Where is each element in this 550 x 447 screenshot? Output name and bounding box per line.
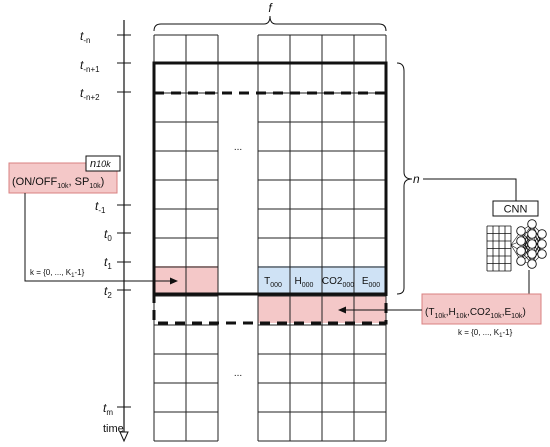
- neural-network-icon: [510, 219, 547, 269]
- time-axis-arrowhead: [119, 431, 129, 443]
- control-box-arrowhead: [170, 277, 178, 285]
- nn-edge: [531, 233, 543, 265]
- tick-label-tm: tm: [103, 401, 113, 417]
- time-axis-label: time: [103, 423, 124, 435]
- nn-node: [516, 236, 526, 246]
- nn-node: [516, 226, 526, 236]
- tick-label-t-minus-1: t-1: [95, 199, 106, 215]
- tick-label-t2: t2: [104, 284, 112, 300]
- grid-ellipsis-bottom: ...: [234, 368, 242, 379]
- nn-edge: [520, 223, 533, 252]
- nn-node: [537, 229, 547, 239]
- control-k-range: k = {0, ..., K1-1}: [30, 268, 85, 279]
- nn-node: [527, 229, 537, 239]
- data-grid: [153, 34, 387, 442]
- input-window-solid: [152, 61, 388, 296]
- nn-node: [527, 259, 537, 269]
- tick-label-t-n-plus-2: t-n+2: [80, 86, 100, 102]
- control-box-tag-text: n10k: [90, 158, 111, 170]
- output-k-range: k = {0, ..., K1-1}: [458, 328, 513, 339]
- feature-label-e: E000: [362, 276, 380, 289]
- nn-node: [537, 239, 547, 249]
- cnn-label: CNN: [504, 204, 528, 216]
- n-to-cnn-connector: [423, 178, 517, 201]
- n-label: n: [413, 172, 420, 186]
- n-brace: [396, 62, 413, 295]
- nn-edge: [520, 233, 533, 262]
- nn-node: [537, 249, 547, 259]
- feature-label-co2: CO2000: [322, 276, 354, 289]
- output-box-arrowhead: [338, 306, 346, 314]
- nn-node: [527, 249, 537, 259]
- nn-node: [516, 246, 526, 256]
- nn-node: [527, 239, 537, 249]
- tick-label-t0: t0: [104, 227, 112, 243]
- tick-label-t-n-plus-1: t-n+1: [80, 58, 100, 74]
- nn-node: [527, 219, 537, 229]
- feature-label-h: H000: [295, 276, 314, 289]
- f-label: f: [268, 1, 273, 15]
- tick-label-t1: t1: [104, 255, 112, 271]
- control-box-connector: [24, 193, 172, 282]
- control-box-tag: [85, 155, 121, 172]
- f-brace: [153, 15, 387, 32]
- tick-label-t-n: t-n: [80, 29, 90, 45]
- feature-label-t: T000: [264, 276, 282, 289]
- grid-ellipsis-top: ...: [234, 142, 242, 153]
- nn-node: [516, 256, 526, 266]
- control-box-text: (ON/OFF10k, SP10k): [12, 176, 104, 190]
- cnn-input-grid-icon: [486, 225, 512, 272]
- output-box-text: (T10k,H10k,CO210k,E10k): [425, 307, 526, 320]
- shifted-window-dashed: [152, 91, 388, 325]
- output-box: [421, 293, 542, 325]
- cnn-box: [492, 200, 539, 217]
